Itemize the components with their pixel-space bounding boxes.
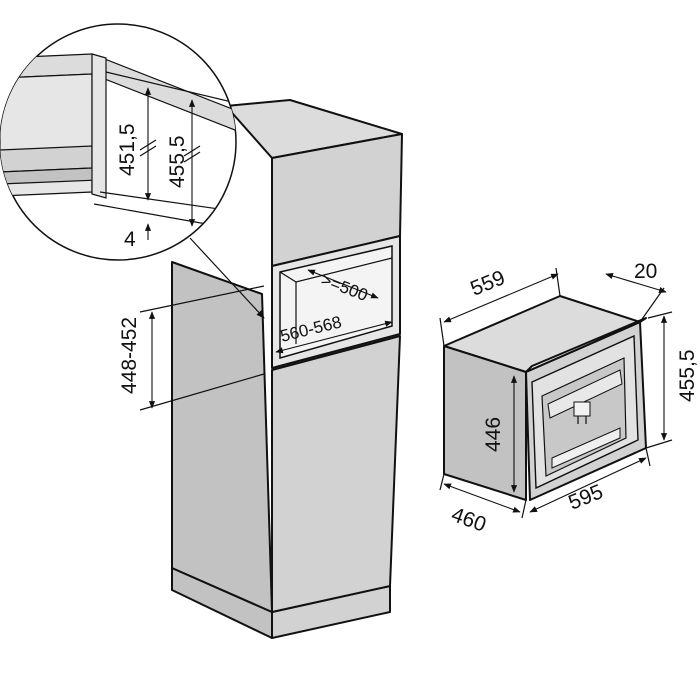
detail-view: 451,5 455,5 4	[0, 23, 237, 261]
appliance-height-front-label: 455,5	[676, 349, 699, 402]
cabinet-lower-door	[271, 335, 401, 613]
detail-gap-label: 4	[124, 228, 136, 251]
appliance-height-body-dimension: 446	[482, 375, 518, 493]
detail-height-inner-label: 451,5	[116, 123, 139, 176]
appliance-coffee-spout	[573, 401, 591, 417]
cabinet-side-panel	[171, 261, 273, 613]
niche-height-dimension: 448-452	[118, 285, 265, 411]
appliance-front-depth-label: 20	[634, 260, 657, 283]
appliance	[443, 295, 647, 501]
appliance-front-depth-dimension: 20	[605, 260, 667, 323]
niche-height-label: 448-452	[118, 317, 141, 394]
appliance-width-body-label: 559	[467, 266, 508, 300]
appliance-height-body-label: 446	[482, 417, 505, 452]
appliance-height-front-dimension: 455,5	[645, 311, 699, 449]
detail-leader-arrow	[189, 237, 265, 319]
appliance-depth-label: 460	[448, 503, 489, 537]
appliance-width-front-label: 595	[565, 480, 606, 514]
detail-height-outer-label: 455,5	[166, 135, 189, 188]
